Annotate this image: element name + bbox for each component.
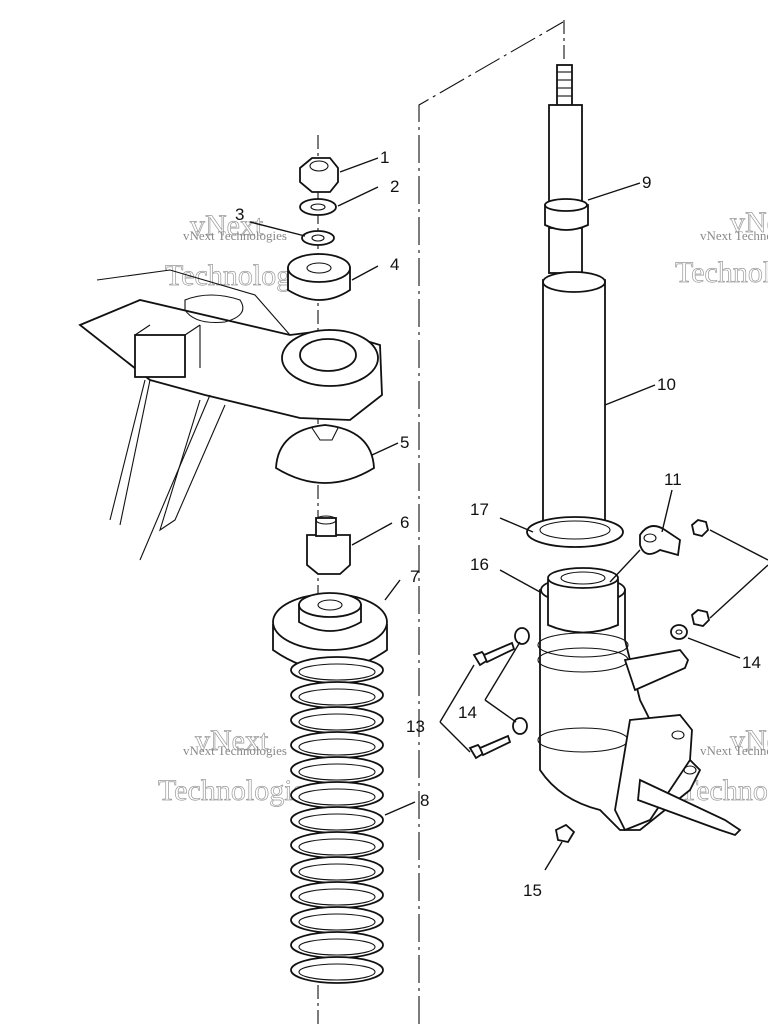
watermark-group-bottom-left: vNext vNext Technologies Technologies	[158, 724, 318, 808]
spring-coil-inner	[298, 838, 376, 856]
spring-coil	[290, 956, 384, 984]
spring-coil	[290, 656, 384, 684]
spring-coil-inner	[298, 688, 376, 706]
spring-coil	[290, 906, 384, 934]
spring-coil-inner	[298, 713, 376, 731]
part-9-collar	[544, 198, 589, 231]
spring-coil-inner	[298, 913, 376, 931]
spring-coil	[290, 731, 384, 759]
spring-coil-inner	[298, 788, 376, 806]
watermark-small: vNext Technologies	[700, 228, 768, 243]
part-8-coil-spring	[290, 656, 384, 984]
spring-coil-inner	[298, 663, 376, 681]
part-1-nut	[299, 157, 339, 193]
part-3-washer	[301, 230, 335, 246]
part-16-strut-housing	[537, 567, 742, 837]
spring-coil-inner	[298, 738, 376, 756]
part-17-washer	[526, 516, 624, 548]
part-4-bushing	[287, 253, 351, 301]
separator-line	[418, 21, 564, 1024]
part-14-hardware-right	[670, 519, 710, 640]
spring-coil	[290, 831, 384, 859]
watermark-big-2: Technologies	[675, 256, 768, 289]
callout-1: 1	[380, 148, 389, 167]
part-10-shock-absorber	[542, 64, 606, 539]
spring-coil-inner	[298, 938, 376, 956]
spring-coil	[290, 931, 384, 959]
part-2-washer	[299, 198, 337, 216]
spring-coil-inner	[298, 863, 376, 881]
callout-11: 11	[664, 470, 682, 489]
callout-5: 5	[400, 433, 409, 452]
spring-coil	[290, 781, 384, 809]
callout-10: 10	[657, 375, 676, 394]
watermark-big-1: vNext	[195, 724, 269, 757]
callout-8: 8	[420, 791, 429, 810]
spring-coil-inner	[298, 963, 376, 981]
frame-arm	[78, 269, 383, 561]
callout-7: 7	[410, 567, 419, 586]
part-13-bolts	[468, 641, 516, 760]
watermark-big-1: vNext	[190, 209, 264, 242]
spring-coil	[290, 806, 384, 834]
watermark-group-top-right: vNext vNext Technologies Technologies	[675, 206, 768, 290]
callout-2: 2	[390, 177, 399, 196]
callout-3: 3	[235, 205, 244, 224]
watermark-small: vNext Technologies	[183, 228, 287, 243]
callout-15: 15	[523, 881, 542, 900]
part-11-clamp	[639, 525, 681, 557]
watermark-big-1: vNext	[730, 724, 768, 757]
callout-9: 9	[642, 173, 651, 192]
callout-4: 4	[390, 255, 399, 274]
callout-14-left: 14	[458, 703, 477, 722]
spring-coil-inner	[298, 888, 376, 906]
part-7-retainer	[272, 592, 388, 671]
spring-coil	[290, 881, 384, 909]
part-5-cup	[275, 424, 375, 484]
watermark-big-2: Technologies	[158, 774, 318, 807]
watermark-small: vNext Technologies	[700, 743, 768, 758]
callout-labels: 1 2 3 4 5 6 7 8 9 10 11 17 16 14 13 14 1…	[235, 148, 761, 900]
spring-coil-inner	[298, 813, 376, 831]
callout-17: 17	[470, 500, 489, 519]
watermark-small: vNext Technologies	[183, 743, 287, 758]
watermark-group-top-left: vNext vNext Technologies Technologies	[165, 209, 325, 293]
spring-coil-inner	[298, 763, 376, 781]
callout-13: 13	[406, 717, 425, 736]
part-14-washers-left	[512, 627, 530, 735]
part-6-nut	[306, 515, 351, 575]
leader-lines	[249, 157, 768, 871]
callout-14-right: 14	[742, 653, 761, 672]
spring-coil	[290, 681, 384, 709]
part-15-fitting	[554, 823, 576, 844]
callout-16: 16	[470, 555, 489, 574]
watermark-big-1: vNext	[730, 206, 768, 239]
spring-coil	[290, 706, 384, 734]
spring-coil	[290, 856, 384, 884]
spring-coil	[290, 756, 384, 784]
callout-6: 6	[400, 513, 409, 532]
